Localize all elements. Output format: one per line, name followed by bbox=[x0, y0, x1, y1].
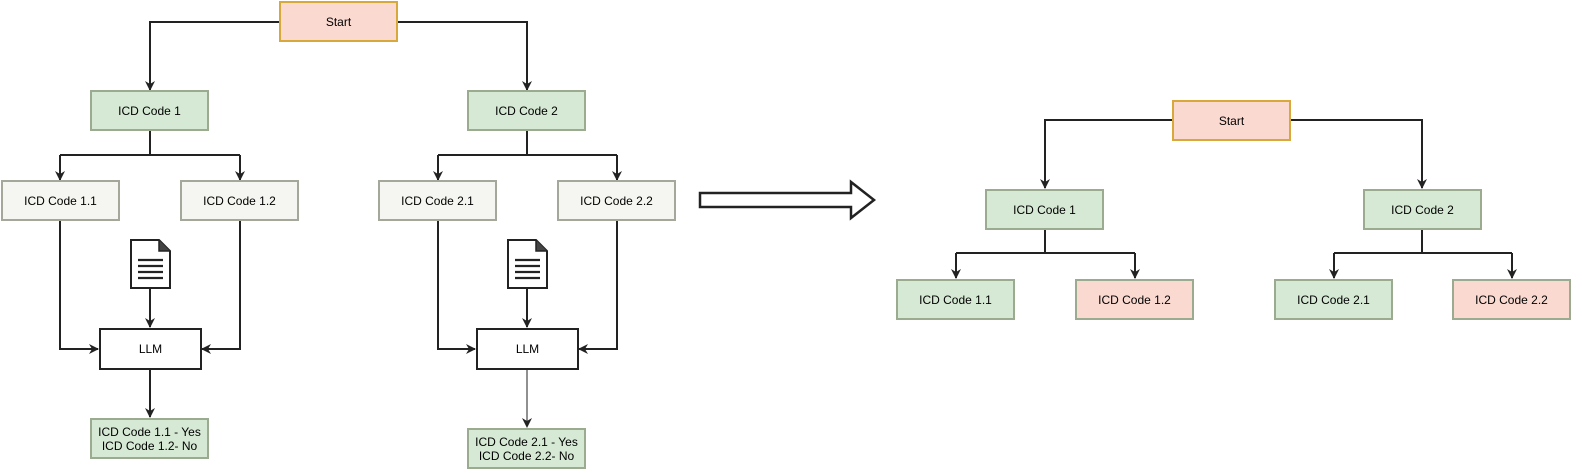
document-icon bbox=[507, 239, 548, 289]
edge-code2-1 bbox=[437, 154, 618, 180]
right-icd-code-1-1-node: ICD Code 1.1 bbox=[896, 279, 1015, 320]
edge-start-code1 bbox=[145, 21, 279, 91]
edge-r-start-code2 bbox=[1291, 119, 1427, 189]
node-label: ICD Code 1 bbox=[1013, 202, 1076, 217]
node-label: ICD Code 2 bbox=[495, 103, 558, 118]
right-icd-code-1-2-node: ICD Code 1.2 bbox=[1075, 279, 1194, 320]
result-node-2: ICD Code 2.1 - Yes ICD Code 2.2- No bbox=[467, 428, 586, 469]
node-label: ICD Code 1 bbox=[118, 103, 181, 118]
document-icon bbox=[130, 239, 171, 289]
edge-1-1-llm bbox=[59, 220, 99, 354]
edge-r-code1-split bbox=[955, 229, 1136, 278]
right-start-node: Start bbox=[1172, 100, 1291, 141]
edge-r-code2-split bbox=[1333, 229, 1513, 278]
left-icd-code-2-node: ICD Code 2 bbox=[467, 90, 586, 131]
left-start-node: Start bbox=[279, 1, 398, 42]
result-line: ICD Code 1.1 - Yes bbox=[98, 424, 201, 439]
right-arrow-icon bbox=[698, 179, 877, 221]
edge-2-1-llm bbox=[437, 220, 476, 354]
result-line: ICD Code 2.1 - Yes bbox=[475, 434, 578, 449]
node-label: Start bbox=[325, 14, 352, 29]
edge-1-2-llm bbox=[201, 220, 241, 354]
edge-2-2-llm bbox=[578, 220, 618, 354]
node-label: ICD Code 2.2 bbox=[580, 193, 653, 208]
left-icd-code-1-1-node: ICD Code 1.1 bbox=[1, 180, 120, 221]
node-label: ICD Code 2 bbox=[1391, 202, 1454, 217]
node-label: ICD Code 1.2 bbox=[1098, 292, 1171, 307]
node-label: ICD Code 1.1 bbox=[24, 193, 97, 208]
llm-node-1: LLM bbox=[99, 328, 202, 370]
edge-code1-1 bbox=[59, 154, 241, 180]
node-label: LLM bbox=[515, 342, 540, 356]
right-icd-code-1-node: ICD Code 1 bbox=[985, 189, 1104, 230]
left-icd-code-1-2-node: ICD Code 1.2 bbox=[180, 180, 299, 221]
result-line: ICD Code 2.2- No bbox=[478, 448, 575, 463]
node-label: ICD Code 2.1 bbox=[401, 193, 474, 208]
left-icd-code-2-2-node: ICD Code 2.2 bbox=[557, 180, 676, 221]
right-icd-code-2-node: ICD Code 2 bbox=[1363, 189, 1482, 230]
node-label: ICD Code 2.2 bbox=[1475, 292, 1548, 307]
edge-start-code2 bbox=[397, 21, 532, 91]
node-label: ICD Code 1.2 bbox=[203, 193, 276, 208]
llm-node-2: LLM bbox=[476, 328, 579, 370]
result-line: ICD Code 1.2- No bbox=[101, 438, 198, 453]
right-icd-code-2-2-node: ICD Code 2.2 bbox=[1452, 279, 1571, 320]
node-label: LLM bbox=[138, 342, 163, 356]
left-icd-code-2-1-node: ICD Code 2.1 bbox=[378, 180, 497, 221]
node-label: Start bbox=[1218, 113, 1245, 128]
result-node-1: ICD Code 1.1 - Yes ICD Code 1.2- No bbox=[90, 418, 209, 459]
edge-r-start-code1 bbox=[1040, 119, 1172, 189]
node-label: ICD Code 1.1 bbox=[919, 292, 992, 307]
node-label: ICD Code 2.1 bbox=[1297, 292, 1370, 307]
left-icd-code-1-node: ICD Code 1 bbox=[90, 90, 209, 131]
right-icd-code-2-1-node: ICD Code 2.1 bbox=[1274, 279, 1393, 320]
